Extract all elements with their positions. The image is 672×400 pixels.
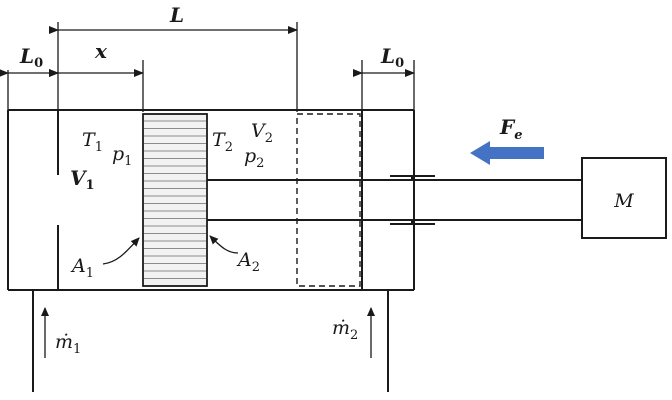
label-m2: ṁ2 (332, 317, 358, 343)
dimension-extension-lines (7, 22, 415, 112)
label-V1: V1 (70, 166, 95, 193)
external-force-arrow (470, 141, 544, 165)
label-A1: A1 (70, 255, 94, 281)
label-Fe: Fe (499, 115, 522, 143)
mass-block (581, 157, 667, 239)
label-p2: p2 (244, 145, 264, 171)
labels: L L0 x L0 T1 p1 V1 T2 V2 p2 A1 A2 Fe ṁ1 … (19, 3, 522, 357)
piston-end-position (296, 113, 361, 287)
label-V2: V2 (251, 120, 273, 146)
label-T1: T1 (82, 129, 103, 155)
piston-rod (207, 179, 582, 221)
area-pointers (102, 235, 239, 265)
label-L0-left: L0 (19, 44, 43, 71)
label-p1: p1 (112, 143, 132, 169)
label-x: x (94, 39, 108, 63)
label-T2: T2 (212, 129, 233, 155)
dimension-arrows (0, 26, 415, 77)
rod-seals (390, 175, 435, 225)
mass-flow-inlets (32, 290, 389, 392)
piston (142, 113, 208, 287)
label-L0-right: L0 (380, 44, 404, 71)
label-m1: ṁ1 (55, 331, 81, 357)
label-A2: A2 (236, 249, 260, 275)
label-L: L (169, 3, 184, 27)
mass-label: M (613, 190, 634, 212)
cylinder-body (7, 109, 415, 291)
